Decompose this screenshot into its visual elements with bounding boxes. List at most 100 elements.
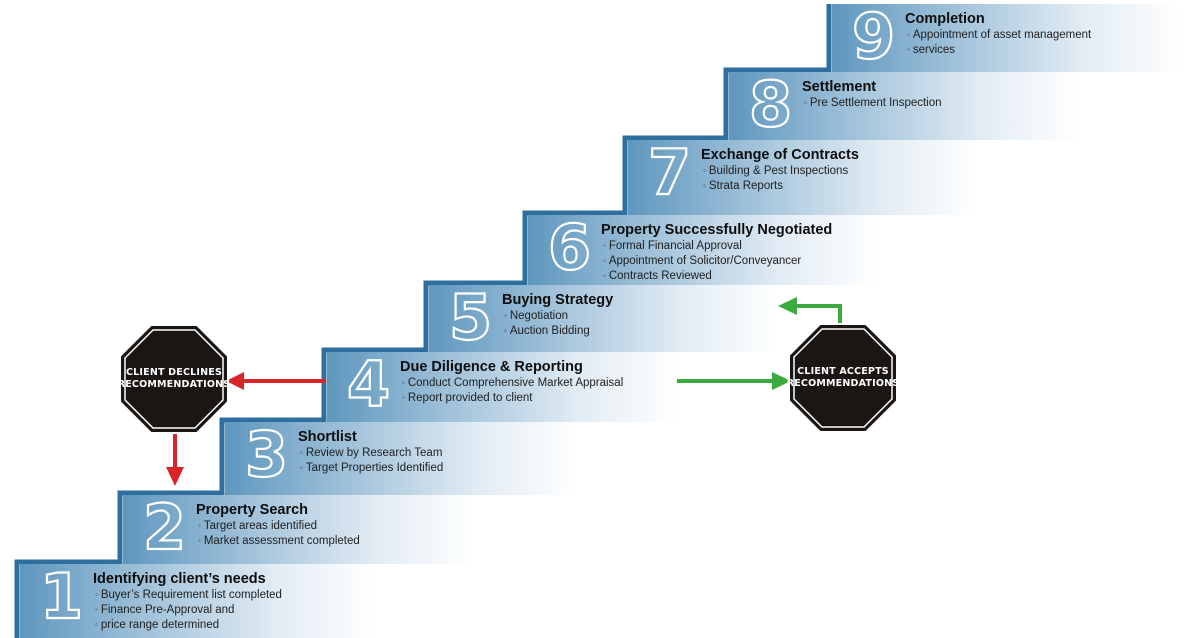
step-item: ◦Report provided to client (402, 391, 623, 406)
bullet-icon: ◦ (603, 256, 606, 265)
step-item: ◦Market assessment completed (198, 534, 360, 549)
bullet-icon: ◦ (804, 98, 807, 107)
accepts-label-line1: CLIENT ACCEPTS (797, 366, 889, 377)
step-item-text: Appointment of Solicitor/Conveyancer (608, 255, 802, 267)
step-title: Settlement (802, 79, 877, 95)
step-item-text: Target Properties Identified (305, 462, 444, 474)
bullet-icon: ◦ (300, 448, 303, 457)
step-number: 2 (142, 491, 187, 564)
step-number: 1 (39, 560, 84, 633)
decline-down-arrow (166, 428, 184, 486)
step-item-text: Auction Bidding (509, 325, 590, 337)
step-item-text: price range determined (100, 619, 220, 631)
client-declines-stop-sign: CLIENT DECLINES RECOMMENDATIONS (118, 323, 230, 435)
step-number: 6 (547, 211, 592, 284)
bullet-icon: ◦ (95, 620, 98, 629)
step-item: ◦Negotiation (504, 309, 590, 324)
step-item: ◦Auction Bidding (504, 324, 590, 339)
step-item: ◦Buyer’s Requirement list completed (95, 588, 282, 603)
step-title: Due Diligence & Reporting (400, 359, 583, 375)
step-item: ◦Finance Pre-Approval and (95, 603, 282, 618)
step-items: ◦Pre Settlement Inspection (804, 96, 942, 111)
step-item: ◦Contracts Reviewed (603, 269, 801, 284)
step-item: ◦services (907, 43, 1091, 58)
step-number: 8 (748, 68, 793, 141)
accepts-label-line2: RECOMMENDATIONS (786, 378, 900, 389)
bullet-icon: ◦ (703, 166, 706, 175)
bullet-icon: ◦ (402, 378, 405, 387)
step-title: Identifying client’s needs (93, 571, 266, 587)
step-items: ◦Target areas identified◦Market assessme… (198, 519, 360, 549)
step-item-text: Buyer’s Requirement list completed (100, 589, 282, 601)
step-item: ◦price range determined (95, 618, 282, 633)
step-item-text: Formal Financial Approval (608, 240, 742, 252)
step-items: ◦Conduct Comprehensive Market Appraisal◦… (402, 376, 623, 406)
step-title: Property Search (196, 502, 309, 518)
step-item: ◦Target areas identified (198, 519, 360, 534)
step-item-text: Pre Settlement Inspection (809, 97, 942, 109)
step-number: 5 (448, 281, 493, 354)
step-number: 9 (851, 0, 896, 73)
step-items: ◦Negotiation◦Auction Bidding (504, 309, 590, 339)
step-item-text: Target areas identified (203, 520, 317, 532)
bullet-icon: ◦ (907, 30, 910, 39)
step-item-text: Review by Research Team (305, 447, 443, 459)
step-item: ◦Target Properties Identified (300, 461, 443, 476)
step-title: Completion (905, 11, 985, 27)
bullet-icon: ◦ (95, 590, 98, 599)
step-item: ◦Formal Financial Approval (603, 239, 801, 254)
decline-left-arrow (226, 372, 326, 390)
bullet-icon: ◦ (402, 393, 405, 402)
bullet-icon: ◦ (603, 241, 606, 250)
accept-right-arrow (677, 372, 791, 390)
step-items: ◦Review by Research Team◦Target Properti… (300, 446, 443, 476)
step-item: ◦Building & Pest Inspections (703, 164, 848, 179)
step-item-text: services (912, 44, 956, 56)
bullet-icon: ◦ (603, 271, 606, 280)
step-item-text: Contracts Reviewed (608, 270, 712, 282)
declines-label-line1: CLIENT DECLINES (125, 367, 222, 378)
step-item-text: Market assessment completed (203, 535, 360, 547)
step-number: 4 (346, 348, 391, 421)
bullet-icon: ◦ (703, 181, 706, 190)
step-title: Buying Strategy (502, 292, 614, 308)
step-item-text: Strata Reports (708, 180, 783, 192)
bullet-icon: ◦ (95, 605, 98, 614)
step-item: ◦Strata Reports (703, 179, 848, 194)
step-items: ◦Appointment of asset management◦service… (907, 28, 1091, 58)
step-number: 7 (647, 136, 692, 209)
bullet-icon: ◦ (907, 45, 910, 54)
bullet-icon: ◦ (198, 521, 201, 530)
step-item-text: Appointment of asset management (912, 29, 1092, 41)
step-items: ◦Formal Financial Approval◦Appointment o… (603, 239, 801, 284)
bullet-icon: ◦ (300, 463, 303, 472)
bullet-icon: ◦ (504, 311, 507, 320)
step-item: ◦Pre Settlement Inspection (804, 96, 942, 111)
bullet-icon: ◦ (504, 326, 507, 335)
step-title: Exchange of Contracts (701, 147, 859, 163)
bullet-icon: ◦ (198, 536, 201, 545)
step-item: ◦Conduct Comprehensive Market Appraisal (402, 376, 623, 391)
step-item: ◦Appointment of Solicitor/Conveyancer (603, 254, 801, 269)
step-title: Shortlist (298, 429, 357, 445)
step-items: ◦Building & Pest Inspections◦Strata Repo… (703, 164, 848, 194)
step-item-text: Negotiation (509, 310, 569, 322)
declines-label-line2: RECOMMENDATIONS (117, 379, 231, 390)
step-title: Property Successfully Negotiated (601, 222, 833, 238)
octagon-icon (788, 323, 898, 433)
accept-up-arrow (778, 297, 842, 326)
step-number: 3 (244, 418, 289, 491)
step-items: ◦Buyer’s Requirement list completed◦Fina… (95, 588, 282, 633)
step-item-text: Report provided to client (407, 392, 533, 404)
octagon-icon (119, 324, 229, 434)
